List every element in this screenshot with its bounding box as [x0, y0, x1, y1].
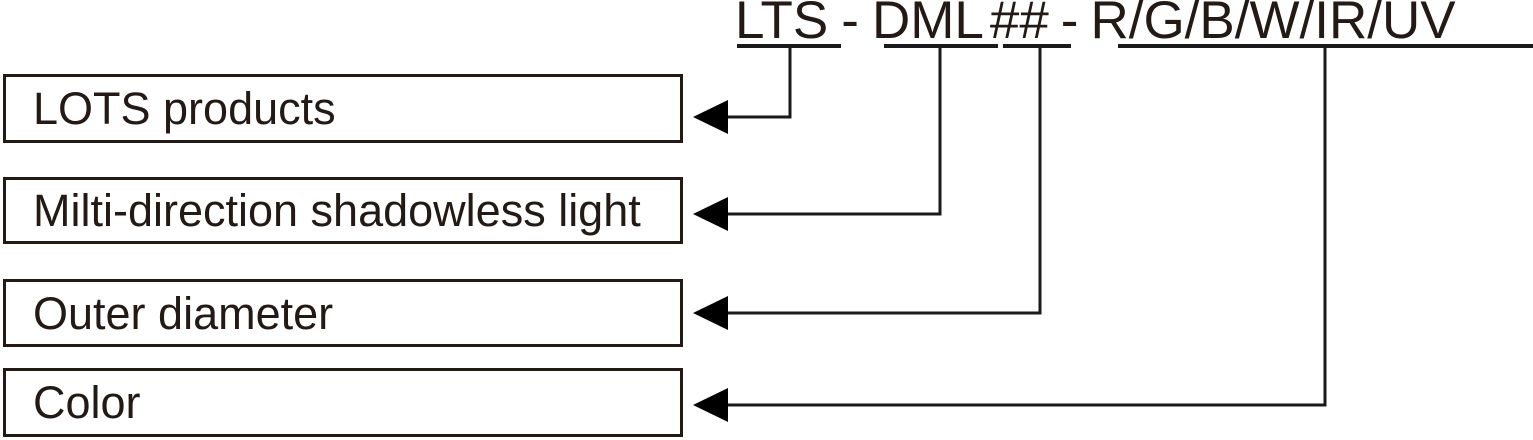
leader-line-dml — [727, 46, 942, 216]
label-text: Outer diameter — [33, 287, 334, 339]
part-number-string: LTS-DML##-R/G/B/W/IR/UV — [735, 0, 1456, 47]
part-number-segment-lts: LTS — [735, 0, 829, 50]
label-box-multi-direction-shadowless-light: Milti-direction shadowless light — [3, 177, 683, 244]
part-number-segment-diameter: ## — [989, 0, 1049, 50]
label-box-color: Color — [3, 368, 683, 437]
label-text: Milti-direction shadowless light — [33, 185, 641, 236]
leader-line-color — [727, 46, 1327, 407]
leader-line-outer-diameter — [727, 46, 1042, 315]
label-box-outer-diameter: Outer diameter — [3, 279, 683, 347]
label-text: Color — [33, 377, 141, 428]
part-number-segment-color: R/G/B/W/IR/UV — [1090, 0, 1456, 50]
part-number-segment-dml: DML — [871, 0, 984, 50]
arrowhead-lots-products — [693, 100, 728, 134]
arrowhead-outer-diameter — [693, 296, 728, 330]
arrowhead-multi-direction-shadowless-light — [693, 197, 728, 231]
label-box-lots-products: LOTS products — [3, 74, 683, 143]
part-number-separator-2: - — [1060, 0, 1079, 50]
arrowhead-color — [693, 388, 728, 422]
part-number-separator-1: - — [841, 0, 859, 50]
label-text: LOTS products — [33, 83, 336, 134]
leader-line-lts — [727, 46, 792, 119]
